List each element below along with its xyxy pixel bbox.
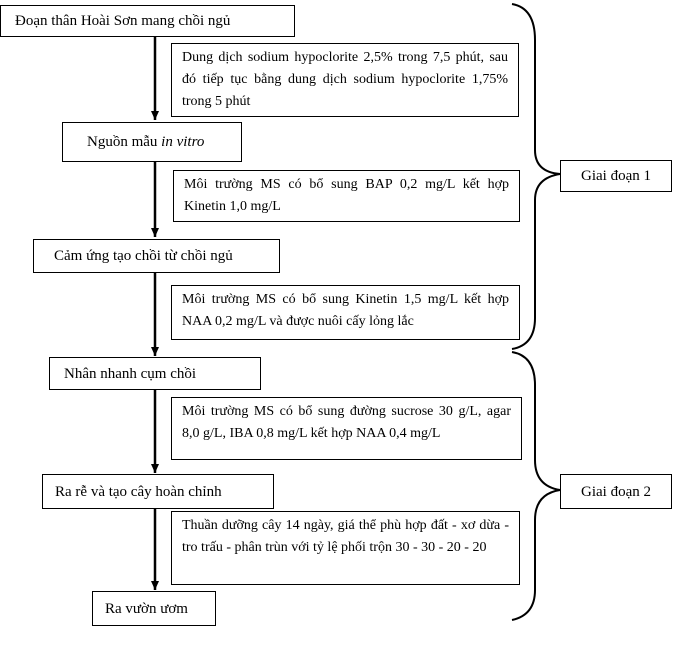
- condition-rooting-medium: Môi trường MS có bổ sung đường sucrose 3…: [171, 397, 522, 460]
- condition-induction-medium: Môi trường MS có bổ sung BAP 0,2 mg/L kế…: [173, 170, 520, 222]
- step-label: Nguồn mẫu in vitro: [87, 134, 205, 150]
- stage-text: Giai đoạn 2: [581, 483, 651, 500]
- step-label: Ra rễ và tạo cây hoàn chỉnh: [55, 483, 222, 500]
- condition-text: Môi trường MS có bổ sung Kinetin 1,5 mg/…: [182, 292, 509, 329]
- step-label: Ra vườn ươm: [105, 600, 188, 617]
- step-nursery: Ra vườn ươm: [92, 591, 216, 626]
- step-stem-segment: Đoạn thân Hoài Sơn mang chồi ngủ: [0, 5, 295, 37]
- step-in-vitro-source: Nguồn mẫu in vitro: [62, 122, 242, 162]
- step-shoot-induction: Cảm ứng tạo chồi từ chồi ngủ: [33, 239, 280, 273]
- condition-text: Dung dịch sodium hypoclorite 2,5% trong …: [182, 50, 508, 109]
- stage-1-label: Giai đoạn 1: [560, 160, 672, 192]
- step-label: Nhân nhanh cụm chồi: [64, 365, 197, 382]
- condition-multiplication-medium: Môi trường MS có bổ sung Kinetin 1,5 mg/…: [171, 285, 520, 340]
- condition-text: Môi trường MS có bổ sung đường sucrose 3…: [182, 404, 511, 441]
- step-label: Đoạn thân Hoài Sơn mang chồi ngủ: [15, 13, 231, 29]
- stage-text: Giai đoạn 1: [581, 168, 651, 184]
- condition-sterilization: Dung dịch sodium hypoclorite 2,5% trong …: [171, 43, 519, 117]
- step-label: Cảm ứng tạo chồi từ chồi ngủ: [54, 248, 233, 264]
- condition-text: Môi trường MS có bổ sung BAP 0,2 mg/L kế…: [184, 177, 509, 214]
- step-rooting: Ra rễ và tạo cây hoàn chỉnh: [42, 474, 274, 509]
- step-shoot-multiplication: Nhân nhanh cụm chồi: [49, 357, 261, 390]
- stage-2-label: Giai đoạn 2: [560, 474, 672, 509]
- condition-text: Thuần dưỡng cây 14 ngày, giá thể phù hợp…: [182, 518, 509, 555]
- condition-acclimatization: Thuần dưỡng cây 14 ngày, giá thể phù hợp…: [171, 511, 520, 585]
